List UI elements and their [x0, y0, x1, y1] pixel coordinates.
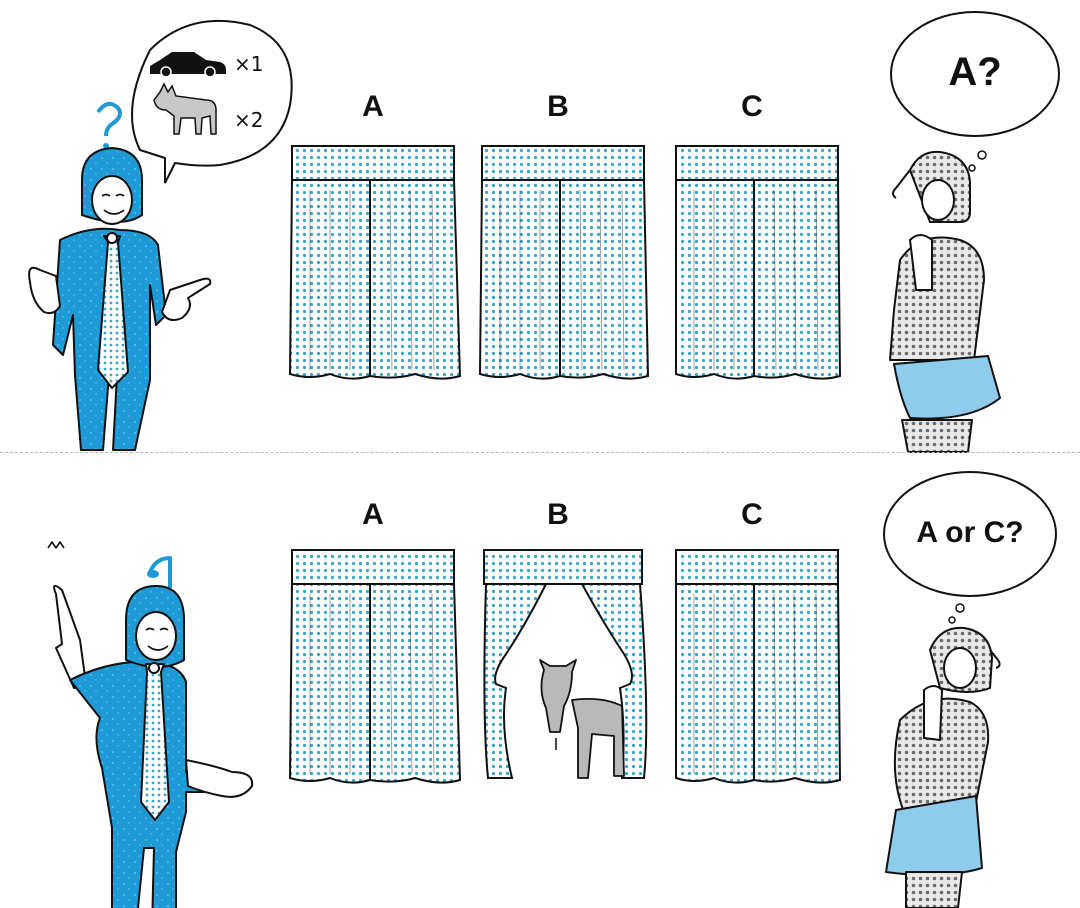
host-bottom — [47, 541, 254, 908]
door-label-top-b: B — [547, 90, 569, 123]
door-label-bottom-c: C — [741, 498, 763, 531]
curtain-top-a — [288, 145, 462, 380]
curtain-bottom-c — [675, 549, 842, 784]
donkey-count: ×2 — [234, 108, 264, 132]
contestant-top — [889, 150, 1001, 453]
curtain-bottom-a — [288, 549, 462, 784]
car-icon — [150, 52, 226, 78]
door-label-bottom-a: A — [362, 498, 384, 531]
donkey-icon — [153, 82, 217, 135]
curtain-top-b — [478, 145, 650, 380]
curtain-bottom-b-open — [483, 549, 648, 779]
contestant-guess-top: A? — [948, 50, 1002, 94]
donkey-figure — [539, 659, 625, 779]
door-label-top-c: C — [741, 90, 763, 123]
contestant-thought-bubble-bottom — [883, 471, 1057, 624]
contestant-thought-bubble-top — [890, 11, 1060, 172]
panel-divider — [0, 452, 1080, 453]
host-top — [28, 101, 212, 451]
door-label-bottom-b: B — [547, 498, 569, 531]
host-speech-bubble — [131, 19, 293, 184]
contestant-bottom — [885, 626, 1001, 908]
curtain-top-c — [675, 145, 842, 380]
car-count: ×1 — [234, 52, 264, 76]
contestant-guess-bottom: A or C? — [916, 516, 1024, 549]
door-label-top-a: A — [362, 90, 384, 123]
